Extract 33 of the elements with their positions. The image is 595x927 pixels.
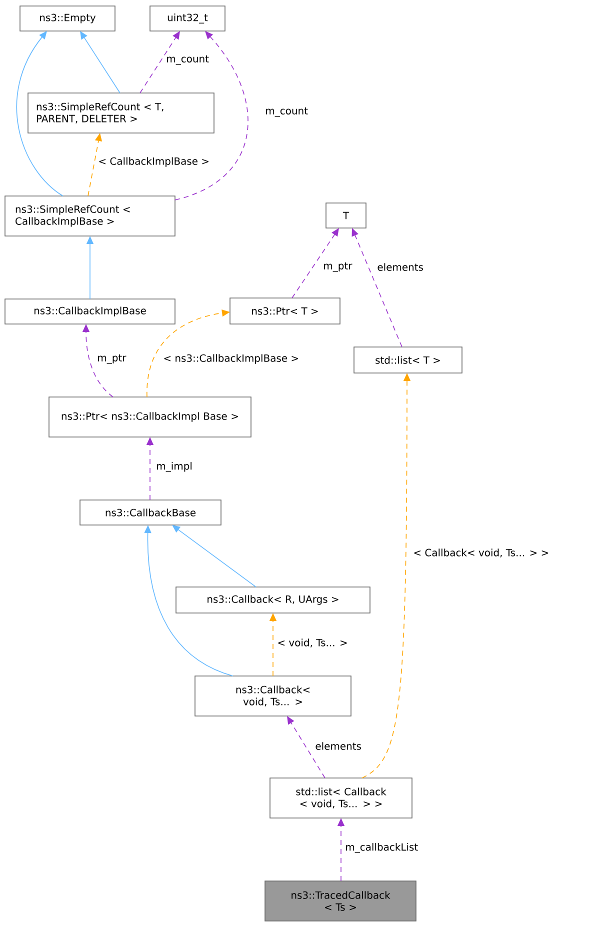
class-box: ns3::Callback< void, Ts... > [194,676,352,716]
arrow [80,31,120,94]
highlighted-class-box: ns3::TracedCallback < Ts > [264,880,416,922]
edge-label: < ns3::CallbackImplBase > [162,353,300,365]
arrow [287,716,326,778]
class-box: T [326,202,366,228]
edge-label: elements [376,262,424,272]
edge-label: m_ptr [96,353,128,365]
class-box: std::list< T > [354,346,462,374]
arrow [172,525,256,588]
class-box: ns3::Ptr< T > [230,298,340,324]
class-box: ns3::SimpleRefCount < CallbackImplBase > [4,196,176,236]
edge-label: < void, Ts... > [276,638,349,648]
arrow [174,31,248,200]
edge-label: m_impl [155,461,194,473]
class-box: ns3::Callback< R, UArgs > [176,586,370,614]
class-box: ns3::Ptr< ns3::CallbackImpl Base > [48,396,252,438]
class-box: ns3::SimpleRefCount < T, PARENT, DELETER > [28,92,214,134]
edge-label: < CallbackImplBase > [97,156,210,168]
class-box: ns3::CallbackImplBase [4,298,176,324]
edge-label: m_ptr [322,261,354,273]
edge-label: m_count [264,106,309,118]
class-box: ns3::CallbackBase [80,500,222,526]
arrow [140,31,180,94]
class-box: ns3::Empty [20,6,116,32]
edge-label: m_callbackList [344,842,420,854]
arrow [292,228,339,298]
edge-label: m_count [165,54,210,66]
class-box: uint32_t [150,6,226,32]
edge-label: elements [314,741,362,751]
edge-label: < Callback< void, Ts... > > [412,548,550,558]
arrow [16,31,64,196]
class-box: std::list< Callback < void, Ts... > > [270,778,412,818]
